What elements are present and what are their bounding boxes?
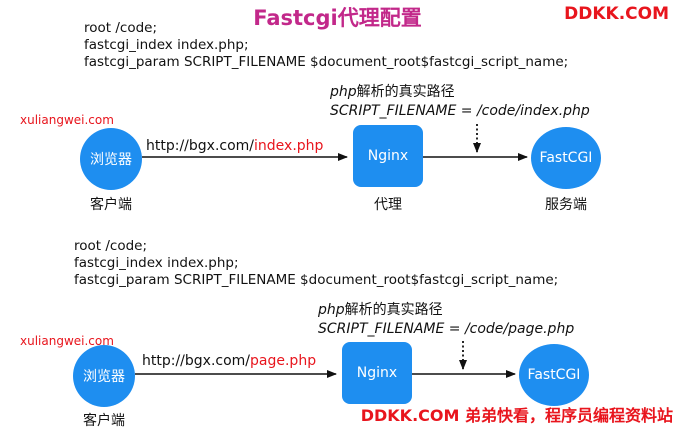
page-title: Fastcgi代理配置 — [253, 6, 422, 30]
code-line-fastcgi-index: fastcgi_index index.php; — [84, 37, 249, 53]
url-page: index.php — [254, 138, 324, 154]
url-page: page.php — [250, 353, 317, 369]
note-prefix: php — [318, 302, 345, 318]
url-prefix: http://bgx.com/ — [146, 138, 255, 154]
nginx-proxy-node-2: Nginx — [342, 342, 412, 404]
nginx-proxy-node-1: Nginx — [353, 125, 423, 187]
proxy-label: Nginx — [356, 365, 398, 381]
brand-logo-top: DDKK.COM — [564, 4, 669, 24]
note-prefix: php — [330, 84, 357, 100]
note-script-filename: SCRIPT_FILENAME = /code/index.php — [330, 103, 590, 119]
request-url-1: http://bgx.com/index.php — [146, 138, 323, 154]
watermark-1: xuliangwei.com — [20, 113, 114, 127]
client-node-2: 浏览器 — [73, 345, 135, 407]
code-line-fastcgi-param: fastcgi_param SCRIPT_FILENAME $document_… — [74, 272, 559, 288]
url-prefix: http://bgx.com/ — [142, 353, 251, 369]
path-note-1: php解析的真实路径 SCRIPT_FILENAME = /code/index… — [330, 83, 590, 121]
code-line-fastcgi-index: fastcgi_index index.php; — [74, 255, 239, 271]
server-label: FastCGI — [539, 150, 593, 166]
note-text: 解析的真实路径 — [356, 84, 455, 100]
proxy-caption-1: 代理 — [374, 197, 402, 213]
code-line-root: root /code; — [74, 238, 148, 254]
note-script-filename: SCRIPT_FILENAME = /code/page.php — [318, 321, 575, 337]
server-caption-1: 服务端 — [545, 197, 587, 213]
path-note-2: php解析的真实路径 SCRIPT_FILENAME = /code/page.… — [318, 301, 574, 339]
fastcgi-server-node-2: FastCGI — [519, 344, 589, 406]
client-label: 浏览器 — [90, 152, 132, 168]
proxy-label: Nginx — [367, 148, 409, 164]
server-label: FastCGI — [527, 367, 581, 383]
config-code-block-2: root /code; fastcgi_index index.php; fas… — [74, 238, 558, 289]
watermark-2: xuliangwei.com — [20, 334, 114, 348]
request-url-2: http://bgx.com/page.php — [142, 353, 316, 369]
fastcgi-server-node-1: FastCGI — [531, 127, 601, 189]
config-code-block-1: root /code; fastcgi_index index.php; fas… — [84, 20, 568, 71]
client-caption-1: 客户端 — [90, 197, 132, 213]
brand-footer-banner: DDKK.COM 弟弟快看，程序员编程资料站 — [360, 406, 673, 425]
code-line-fastcgi-param: fastcgi_param SCRIPT_FILENAME $document_… — [84, 54, 569, 70]
client-node-1: 浏览器 — [80, 128, 142, 190]
client-label: 浏览器 — [83, 369, 125, 385]
code-line-root: root /code; — [84, 20, 158, 36]
client-caption-2: 客户端 — [83, 413, 125, 429]
note-text: 解析的真实路径 — [344, 302, 443, 318]
